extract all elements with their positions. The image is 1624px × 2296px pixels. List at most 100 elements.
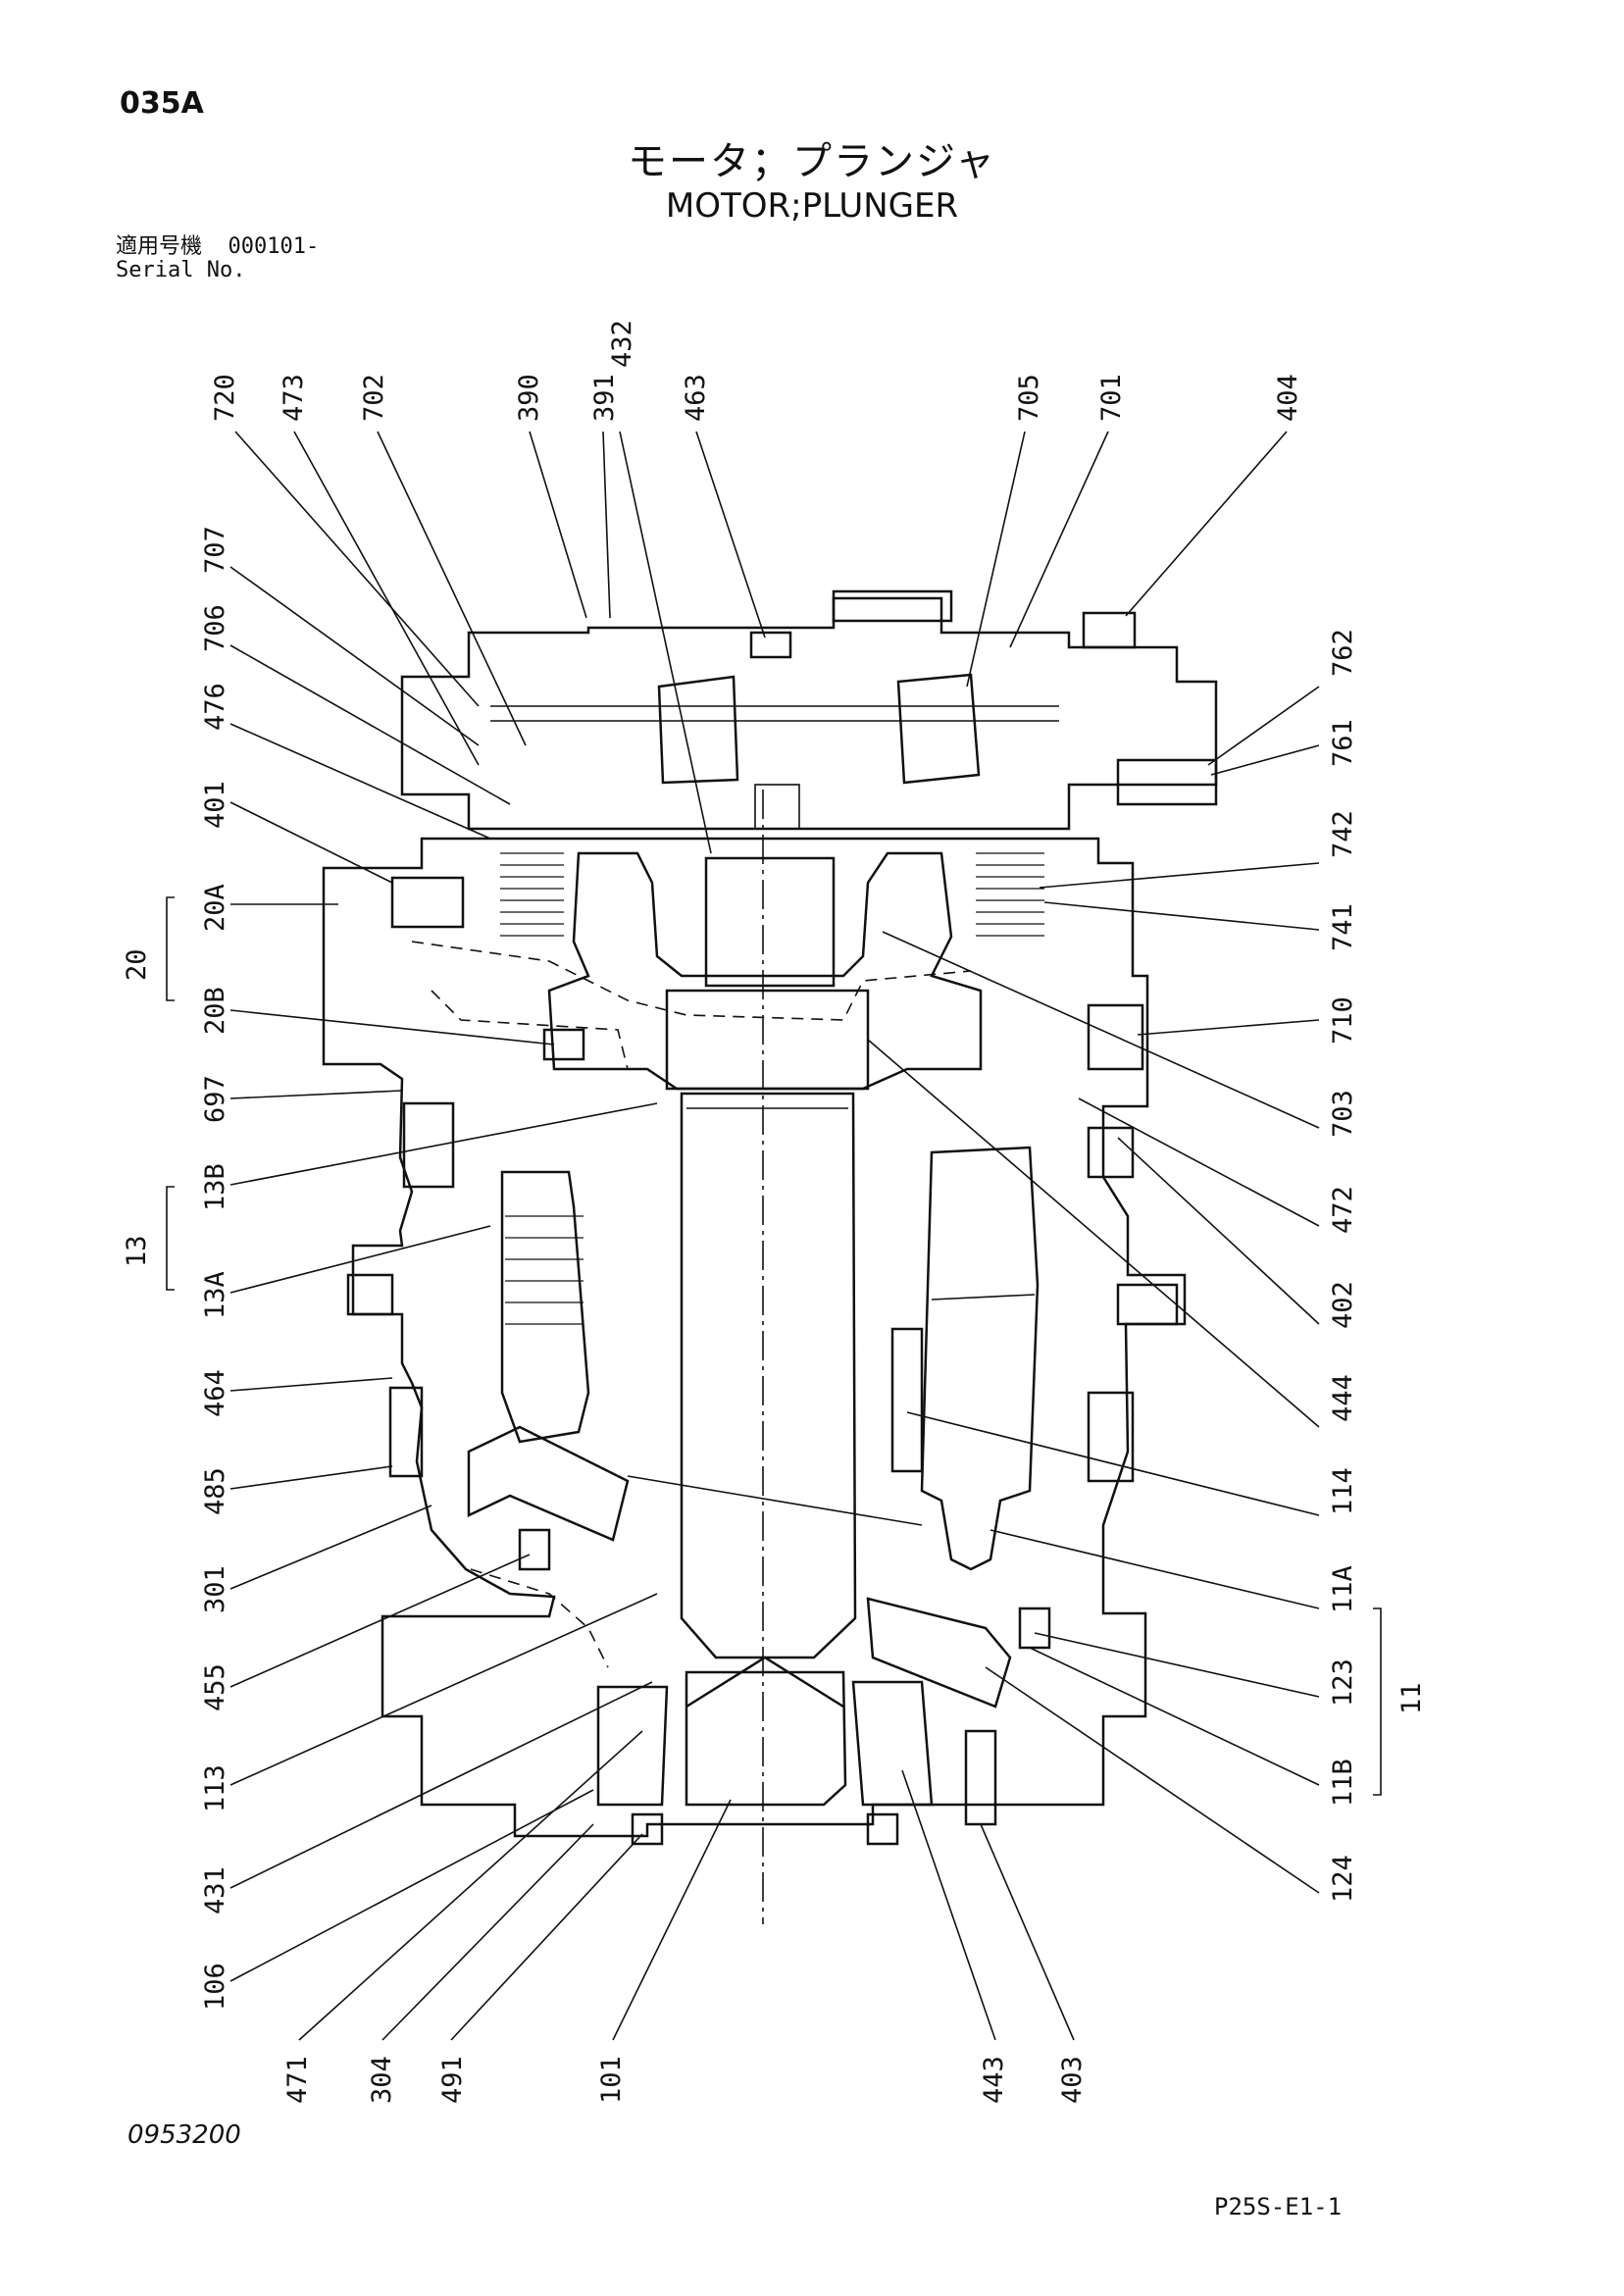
shoe-left [467, 1425, 630, 1542]
callout-401: 401 [200, 781, 230, 829]
callout-710: 710 [1328, 996, 1358, 1045]
callout-101: 101 [596, 2056, 627, 2104]
callout-702: 702 [359, 374, 389, 422]
callout-20B: 20B [200, 987, 230, 1035]
swash-line [627, 1475, 923, 1526]
callouts-bottom: 471 304 491 101 443 403 [282, 2056, 1088, 2104]
callouts-right: 762 761 742 741 710 703 472 402 444 114 … [1328, 629, 1427, 1903]
motor-housing [322, 837, 1187, 1838]
shaft-cone [685, 1656, 844, 1709]
callouts-left: 707 706 476 401 20A 20B 697 13B 13A 464 … [122, 526, 230, 2011]
shoe-right [866, 1597, 1012, 1709]
callout-402: 402 [1328, 1281, 1358, 1329]
callout-123: 123 [1328, 1658, 1358, 1707]
callout-group-13: 13 [122, 1235, 152, 1267]
callout-113: 113 [200, 1764, 230, 1812]
callout-742: 742 [1328, 810, 1358, 858]
seal-491 [631, 1812, 664, 1846]
callout-11A: 11A [1328, 1565, 1358, 1613]
seal-right [866, 1812, 899, 1846]
callout-group-11: 11 [1396, 1682, 1427, 1714]
oil-passage-bottom [470, 1568, 609, 1668]
bolt-403 [964, 1729, 997, 1826]
valve-cover [400, 596, 1218, 831]
callout-404: 404 [1273, 374, 1303, 422]
plug-761 [1116, 758, 1218, 806]
pin-123 [1018, 1607, 1051, 1650]
oil-passage-left [411, 941, 972, 1021]
main-shaft [680, 1092, 857, 1659]
top-plug [832, 589, 953, 623]
serial-block: 適用号機 000101- Serial No. [116, 235, 319, 282]
plug-402 [1087, 1126, 1135, 1179]
pin-455 [518, 1528, 551, 1571]
callout-13B: 13B [200, 1163, 230, 1211]
title-english: MOTOR;PLUNGER [665, 186, 959, 226]
callout-20A: 20A [200, 884, 230, 932]
callout-301: 301 [200, 1565, 230, 1613]
callout-group-20: 20 [122, 948, 152, 981]
callouts-top: 720 473 702 390 391 432 463 705 701 404 [210, 320, 1303, 422]
group-brackets-left [166, 896, 175, 1291]
callout-114: 114 [1328, 1467, 1358, 1515]
valve-spool-right [896, 673, 981, 785]
plunger-left-rings [505, 1215, 584, 1325]
callout-11B: 11B [1328, 1759, 1358, 1807]
callout-106: 106 [200, 1963, 230, 2011]
leader-lines-bottom [298, 1730, 1075, 2041]
callout-703: 703 [1328, 1090, 1358, 1138]
callout-403: 403 [1057, 2056, 1088, 2104]
plug-464 [388, 1386, 424, 1478]
drawing-number: 0953200 [127, 2120, 241, 2150]
callout-485: 485 [200, 1467, 230, 1515]
oil-passage-lower [431, 990, 629, 1070]
callout-432: 432 [607, 320, 637, 368]
output-shaft [685, 1670, 847, 1807]
callout-391: 391 [589, 374, 620, 422]
page-code: 035A [120, 86, 204, 121]
friction-plates-right [976, 852, 1044, 937]
leader-lines-right [867, 686, 1320, 1894]
callout-473: 473 [279, 374, 309, 422]
center-pin [754, 784, 800, 830]
plug-401 [390, 876, 465, 929]
callout-463: 463 [681, 374, 711, 422]
callout-701: 701 [1096, 374, 1127, 422]
callout-124: 124 [1328, 1855, 1358, 1903]
leader-lines-top [234, 431, 1288, 854]
callout-464: 464 [200, 1369, 230, 1417]
bearing-431 [596, 1685, 669, 1807]
plunger-left [500, 1170, 590, 1444]
callout-431: 431 [200, 1866, 230, 1914]
leader-lines-left [229, 566, 658, 1982]
plug-710 [1087, 1003, 1144, 1071]
brake-piston [547, 851, 983, 1091]
plug-697 [542, 1028, 585, 1061]
spring-114 [890, 1327, 924, 1473]
title-japanese: モータ；プランジャ [628, 139, 996, 184]
plug-left-upper [402, 1101, 455, 1189]
callout-304: 304 [367, 2056, 397, 2104]
callout-476: 476 [200, 683, 230, 731]
sheet-id: P25S-E1-1 [1214, 2193, 1343, 2220]
bearing-443 [851, 1680, 934, 1807]
valve-spool-left [657, 675, 739, 785]
pin-right [1116, 1283, 1179, 1326]
friction-plates-left [500, 852, 564, 937]
callout-443: 443 [979, 2056, 1009, 2104]
callout-444: 444 [1328, 1374, 1358, 1422]
callout-706: 706 [200, 604, 230, 652]
callout-762: 762 [1328, 629, 1358, 677]
callout-390: 390 [514, 374, 544, 422]
callout-455: 455 [200, 1663, 230, 1711]
pin-left [346, 1273, 394, 1316]
callout-705: 705 [1014, 374, 1044, 422]
callout-707: 707 [200, 526, 230, 574]
plug-right-lower [1087, 1391, 1135, 1483]
serial-label-en: Serial No. [116, 258, 246, 282]
serial-value: 000101- [228, 234, 320, 259]
plunger-right-seam [931, 1294, 1036, 1301]
group-bracket-right [1373, 1607, 1382, 1796]
callout-472: 472 [1328, 1186, 1358, 1234]
callout-13A: 13A [200, 1271, 230, 1319]
